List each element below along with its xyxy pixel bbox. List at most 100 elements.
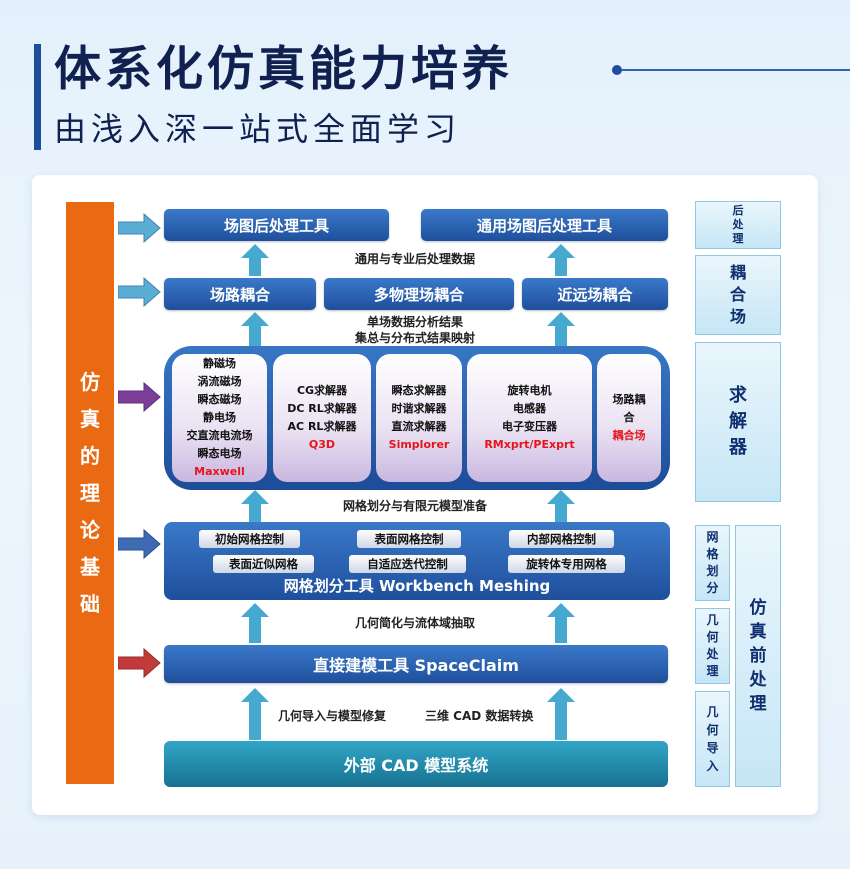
product-name: Simplorer <box>388 438 450 451</box>
solver-item: 静电场 <box>203 411 236 424</box>
simplorer-solver-panel: 瞬态求解器 时谐求解器 直流求解器 Simplorer <box>376 354 462 482</box>
sidebar-char: 理 <box>706 664 719 678</box>
sidebar-char: 理 <box>732 232 744 245</box>
solver-item: 直流求解器 <box>391 420 447 433</box>
geometry-import-label: 几何导入与模型修复 <box>278 709 387 723</box>
solver-item: 涡流磁场 <box>197 375 242 388</box>
product-name: 耦合场 <box>612 429 646 442</box>
sidebar-char: 耦 <box>729 263 746 282</box>
field-circuit-coupling: 场路耦合 <box>164 278 316 310</box>
sidebar-char: 仿 <box>749 598 767 618</box>
sidebar-import: 几 何 导 入 <box>695 691 730 787</box>
decorative-line <box>622 69 850 71</box>
right-arrow-icon <box>118 382 161 412</box>
solver-item: DC RL求解器 <box>287 402 357 415</box>
sidebar-char: 解 <box>729 411 747 432</box>
coupling-field-panel: 场路耦 合 耦合场 <box>597 354 661 482</box>
sidebar-char: 格 <box>706 547 719 561</box>
up-arrow-icon <box>547 603 575 643</box>
product-name: Maxwell <box>194 465 245 478</box>
solver-item: 交直流电流场 <box>186 429 253 442</box>
mesh-option: 表面近似网格 <box>213 555 314 573</box>
cad-conversion-label: 三维 CAD 数据转换 <box>425 709 534 723</box>
multiphysics-coupling: 多物理场耦合 <box>324 278 514 310</box>
sidebar-char: 器 <box>729 437 747 458</box>
up-arrow-icon <box>241 312 269 346</box>
coupling-flow-label-1: 单场数据分析结果 <box>366 315 463 329</box>
sidebar-char: 入 <box>706 759 719 773</box>
sidebar-char: 网 <box>706 530 719 544</box>
external-cad-system: 外部 CAD 模型系统 <box>164 741 668 787</box>
solver-item: 场路耦 <box>612 393 646 406</box>
theory-char: 基 <box>80 554 100 579</box>
solver-item: CG求解器 <box>296 384 348 397</box>
sidebar-char: 合 <box>729 285 746 304</box>
decorative-dot <box>612 65 622 75</box>
sidebar-char: 处 <box>732 218 744 231</box>
geometry-flow-label: 几何简化与流体域抽取 <box>354 616 475 630</box>
coupling-flow-label-2: 集总与分布式结果映射 <box>354 331 475 345</box>
up-arrow-icon <box>547 688 575 740</box>
up-arrow-icon <box>241 688 269 740</box>
theory-char: 论 <box>80 517 100 542</box>
q3d-solver-panel: CG求解器 DC RL求解器 AC RL求解器 Q3D <box>273 354 371 482</box>
sidebar-postproc: 后 处 理 <box>695 201 781 249</box>
title-accent-bar <box>34 44 41 150</box>
sidebar-char: 处 <box>706 647 719 661</box>
mesh-option: 旋转体专用网格 <box>508 555 625 573</box>
sidebar-preprocessing: 仿 真 前 处 理 <box>735 525 781 787</box>
sidebar-char: 处 <box>749 670 767 690</box>
sidebar-geo: 几 何 处 理 <box>695 608 730 684</box>
sidebar-char: 后 <box>732 204 744 217</box>
sidebar-char: 分 <box>706 581 719 595</box>
solver-item: 静磁场 <box>203 357 236 370</box>
theory-char: 的 <box>80 443 100 468</box>
mesh-option: 初始网格控制 <box>199 530 300 548</box>
page-title: 体系化仿真能力培养 <box>54 42 513 97</box>
solver-item: 瞬态磁场 <box>197 393 242 406</box>
product-name: Q3D <box>308 438 336 451</box>
rmxprt-solver-panel: 旋转电机 电感器 电子变压器 RMxprt/PExprt <box>467 354 592 482</box>
theory-column: 仿 真 的 理 论 基 础 <box>66 202 114 784</box>
theory-char: 真 <box>80 406 100 431</box>
sidebar-char: 划 <box>706 564 719 578</box>
solver-item: AC RL求解器 <box>287 420 357 433</box>
up-arrow-icon <box>241 244 269 276</box>
up-arrow-icon <box>241 603 269 643</box>
right-arrow-icon <box>118 529 161 559</box>
up-arrow-icon <box>241 490 269 522</box>
field-postproc-tool: 场图后处理工具 <box>164 209 389 241</box>
spaceclaim-tool: 直接建模工具 SpaceClaim <box>164 645 668 683</box>
page-subtitle: 由浅入深一站式全面学习 <box>54 110 462 148</box>
product-name: RMxprt/PExprt <box>484 438 575 451</box>
mesh-option: 内部网格控制 <box>509 530 614 548</box>
right-arrow-icon <box>118 648 161 678</box>
sidebar-char: 几 <box>706 705 719 719</box>
sidebar-coupling: 耦 合 场 <box>695 255 781 335</box>
solver-item: 电子变压器 <box>502 420 557 433</box>
sidebar-char: 前 <box>749 646 767 666</box>
solver-item: 旋转电机 <box>507 384 552 397</box>
sidebar-char: 导 <box>706 741 719 755</box>
up-arrow-icon <box>547 312 575 346</box>
sidebar-char: 理 <box>749 694 767 714</box>
sidebar-solver: 求 解 器 <box>695 342 781 502</box>
theory-char: 础 <box>80 591 100 616</box>
mesh-option: 表面网格控制 <box>357 530 461 548</box>
right-arrow-icon <box>118 277 161 307</box>
sidebar-char: 何 <box>706 630 719 644</box>
sidebar-char: 求 <box>729 385 747 406</box>
mesh-tool-title: 网格划分工具 Workbench Meshing <box>283 577 551 595</box>
sidebar-char: 几 <box>706 613 719 627</box>
sidebar-char: 何 <box>706 723 719 737</box>
sidebar-char: 真 <box>749 622 767 642</box>
up-arrow-icon <box>547 244 575 276</box>
up-arrow-icon <box>547 490 575 522</box>
sidebar-mesh: 网 格 划 分 <box>695 525 730 601</box>
solver-item: 电感器 <box>513 402 546 415</box>
sidebar-char: 场 <box>729 307 746 326</box>
mesh-option: 自适应迭代控制 <box>349 555 466 573</box>
general-postproc-tool: 通用场图后处理工具 <box>421 209 668 241</box>
solver-item: 合 <box>623 411 635 424</box>
solver-item: 时谐求解器 <box>391 402 447 415</box>
